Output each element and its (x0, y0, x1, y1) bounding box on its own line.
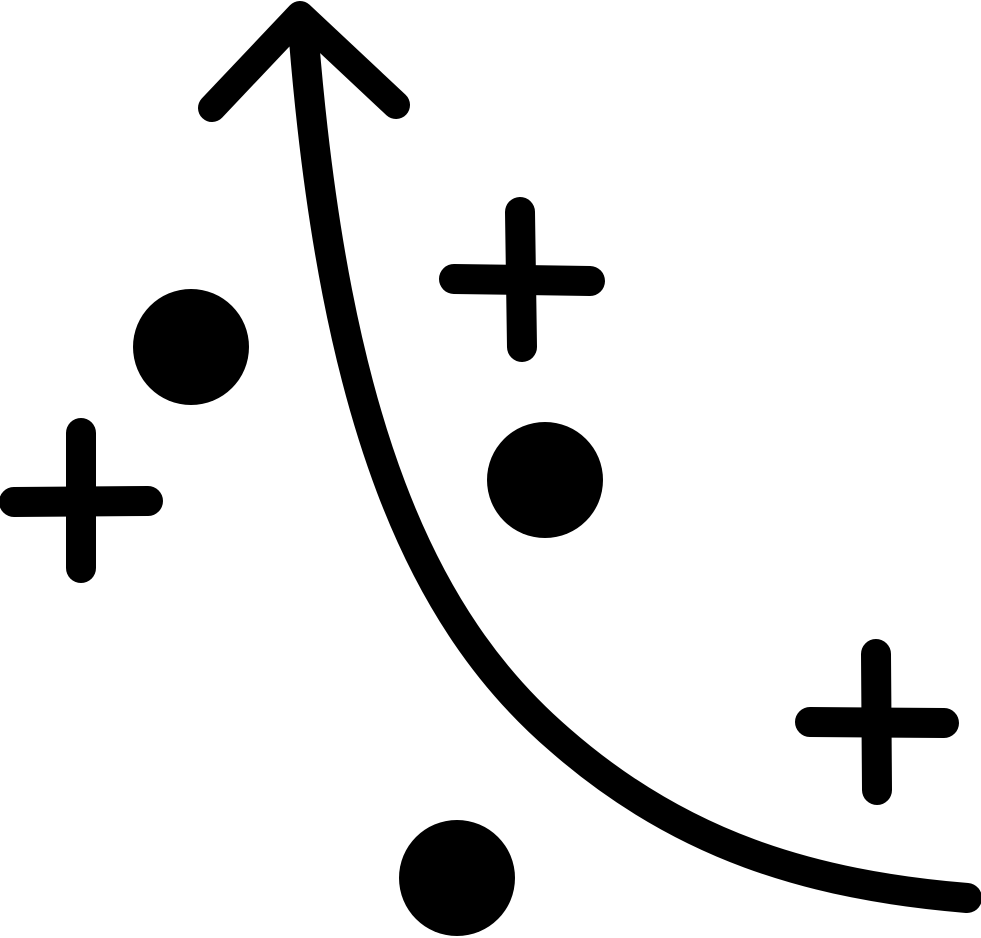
dot-icon (487, 422, 603, 538)
plus-icon (795, 639, 959, 805)
chevron-up-icon (198, 1, 410, 122)
plus-icon (0, 418, 163, 583)
plus-icon (439, 197, 605, 362)
curved-arrow (289, 25, 981, 913)
dot-icon (399, 820, 515, 936)
dot-icon (133, 289, 249, 405)
